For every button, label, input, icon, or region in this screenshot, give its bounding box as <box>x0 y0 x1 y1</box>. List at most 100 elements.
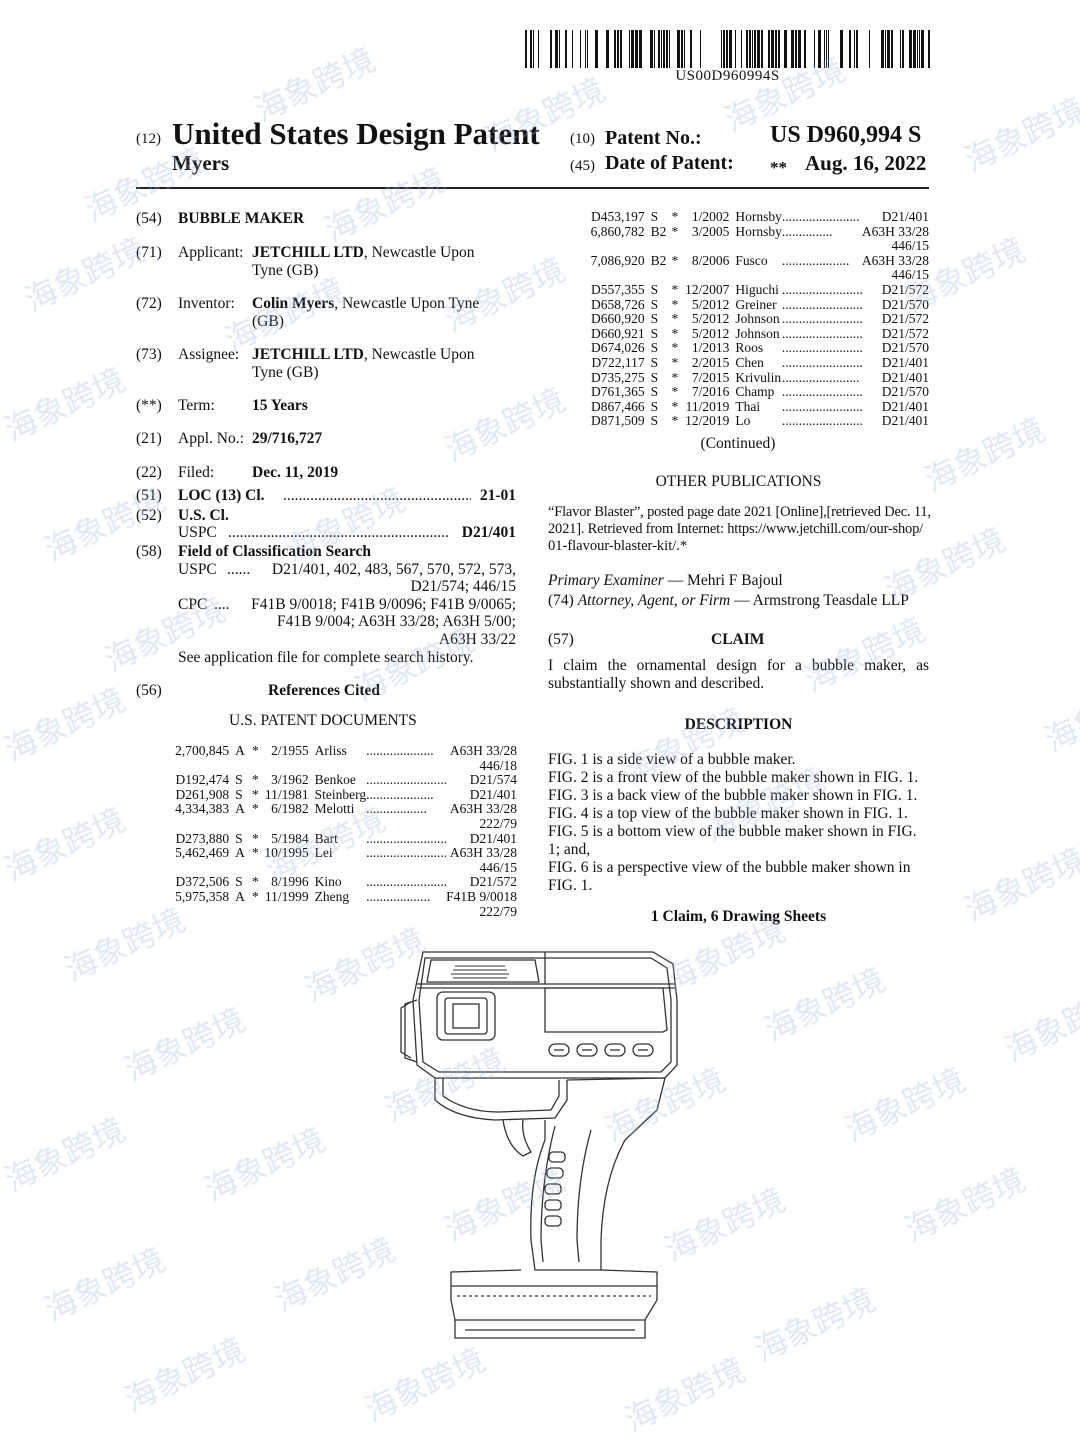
ref-star: * <box>671 413 679 429</box>
ref-number: 2,700,845 <box>175 743 230 758</box>
watermark-text: 海象跨境 <box>438 380 571 470</box>
barcode-bar <box>771 30 774 68</box>
field-of-search-label: Field of Classification Search <box>178 543 372 560</box>
barcode-bar <box>700 30 701 68</box>
ref-kind: B2 <box>650 223 667 239</box>
applicant-location: , Newcastle Upon <box>363 244 475 261</box>
us-patent-documents-heading: U.S. PATENT DOCUMENTS <box>229 712 417 729</box>
ref-date: 12/2019 <box>685 413 730 429</box>
ref-kind: S <box>235 830 243 846</box>
ref-inventor: Zheng <box>314 888 350 904</box>
ref-kind: S <box>650 311 659 327</box>
watermark-text: 海象跨境 <box>0 360 131 450</box>
ref-dots: .............................. <box>366 831 446 846</box>
ref-star: * <box>252 888 259 904</box>
code-71: (71) <box>136 244 162 261</box>
barcode-bar <box>614 30 616 68</box>
ref-date: 11/1999 <box>264 888 309 904</box>
watermark-text: 海象跨境 <box>838 1060 971 1150</box>
ref-dots: ........................ <box>781 312 862 327</box>
barcode-bar <box>775 30 777 68</box>
ref-date: 11/2019 <box>685 398 730 414</box>
applicant-line2: Tyne (GB) <box>252 262 319 279</box>
ref-class: D21/401 <box>469 786 517 802</box>
barcode-bar <box>723 30 725 68</box>
ref-inventor: Higuchi <box>735 281 779 297</box>
code-56: (56) <box>136 682 162 699</box>
loc-class-dots: ........................................… <box>283 487 471 504</box>
ref-class: D21/570 <box>881 296 929 312</box>
ref-class-secondary: 446/15 <box>891 267 929 283</box>
code-22: (22) <box>136 464 162 481</box>
examiner-dash: — <box>667 572 684 589</box>
description-line: 1; and, <box>548 841 591 858</box>
uspc-label: USPC <box>178 524 217 541</box>
applicant-name: JETCHILL LTD <box>252 244 364 261</box>
ref-dots: ............... <box>781 224 833 239</box>
barcode-bar <box>768 30 770 68</box>
ref-star: * <box>671 281 679 297</box>
watermark-text: 海象跨境 <box>0 680 131 770</box>
search-cpc-dots: .... <box>214 596 230 613</box>
barcode-bar <box>891 30 893 68</box>
assignee-label: Assignee: <box>178 346 240 363</box>
ref-class: D21/572 <box>881 325 929 341</box>
claim-line2: substantially shown and described. <box>548 675 765 692</box>
ref-inventor: Champ <box>735 384 775 400</box>
ref-kind: S <box>650 296 659 312</box>
loc-class-label: LOC (13) Cl. <box>178 487 265 504</box>
ref-inventor: Hornsby <box>735 223 782 239</box>
barcode-bar <box>721 30 722 68</box>
ref-dots: ........................ <box>781 326 862 341</box>
ref-class: A63H 33/28 <box>449 801 517 817</box>
barcode-bar <box>735 30 736 68</box>
barcode-bar <box>729 30 732 68</box>
ref-kind: A <box>235 801 245 817</box>
ref-star: * <box>252 845 259 861</box>
description-line: FIG. 2 is a front view of the bubble mak… <box>548 769 919 786</box>
ref-star: * <box>252 874 259 890</box>
ref-kind: S <box>650 384 659 400</box>
inventor-line1: Colin Myers, Newcastle Upon Tyne <box>252 295 479 313</box>
ref-class: D21/570 <box>881 340 929 356</box>
code-21: (21) <box>136 430 162 447</box>
barcode-bar <box>617 30 619 68</box>
barcode-bar <box>663 30 665 68</box>
other-publications-heading: OTHER PUBLICATIONS <box>655 473 822 490</box>
ref-inventor: Steinberg <box>314 786 367 802</box>
ref-inventor: Thai <box>735 398 761 414</box>
barcode-bar <box>635 30 638 68</box>
ref-star: * <box>671 354 679 370</box>
ref-date: 6/1982 <box>271 801 309 817</box>
watermark-text: 海象跨境 <box>318 160 451 250</box>
ref-kind: A <box>235 845 245 861</box>
ref-dots: .................. <box>366 802 427 817</box>
watermark-text: 海象跨境 <box>958 90 1080 180</box>
barcode-bar <box>856 30 858 68</box>
filed-label: Filed: <box>178 464 215 481</box>
inventor-label: Inventor: <box>178 295 235 312</box>
description-line: FIG. 1. <box>548 877 593 894</box>
continued-note: (Continued) <box>700 435 776 452</box>
ref-date: 12/2007 <box>685 281 730 297</box>
ref-date: 5/2012 <box>691 311 730 327</box>
barcode-bar <box>798 30 801 68</box>
barcode-bar <box>726 30 728 68</box>
ref-kind: S <box>235 786 243 802</box>
ref-kind: S <box>650 369 659 385</box>
ref-inventor: Arliss <box>314 743 347 758</box>
barcode-bar <box>741 30 742 68</box>
assignee-location: , Newcastle Upon <box>363 346 475 363</box>
other-pub-line1: “Flavor Blaster”, posted page date 2021 … <box>548 504 931 520</box>
term-label: Term: <box>178 397 215 414</box>
barcode-bar <box>881 30 884 68</box>
code-73: (73) <box>136 346 162 363</box>
